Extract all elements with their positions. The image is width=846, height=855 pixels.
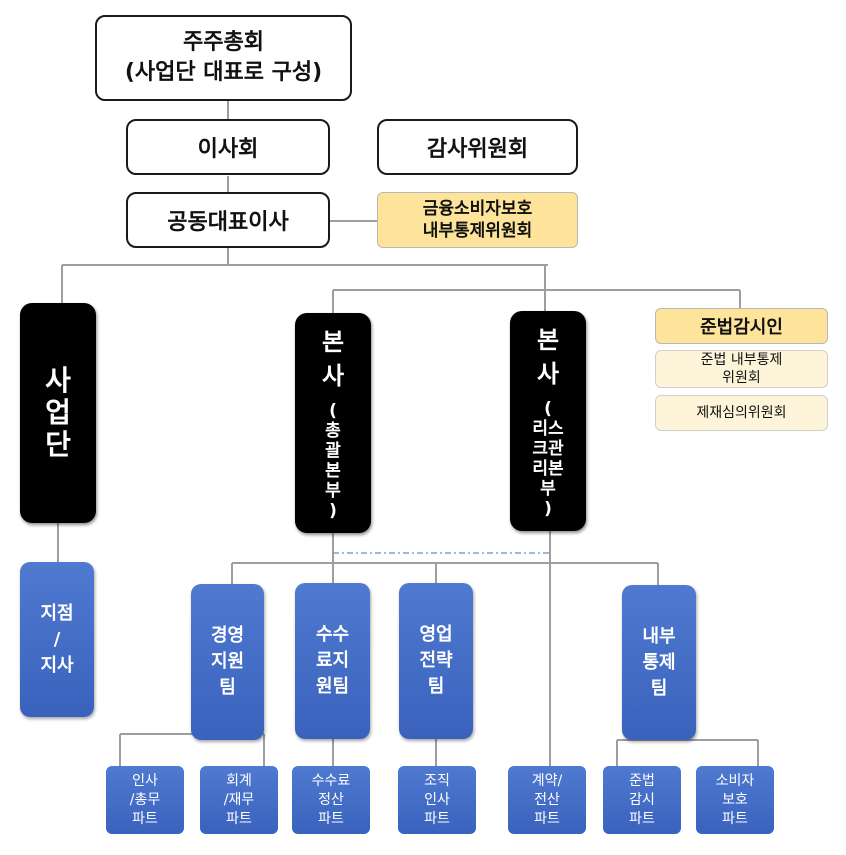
fee-support-team-box: 수수 료지 원팀: [295, 583, 370, 739]
hq-general-sublabel: ( 총 괄 본 부 ): [325, 401, 341, 521]
consumer-protection-part-box: 소비자 보호 파트: [696, 766, 774, 834]
business-unit-box: 사 업 단: [20, 303, 96, 523]
hq-risk-label: 본 사: [536, 326, 560, 388]
accounting-finance-part-box: 회계 /재무 파트: [200, 766, 278, 834]
organization-hr-part-box: 조직 인사 파트: [398, 766, 476, 834]
sales-strategy-team-box: 영업 전략 팀: [399, 583, 473, 739]
shareholders-meeting-box: 주주총회 (사업단 대표로 구성): [95, 15, 352, 101]
contract-it-part-box: 계약/ 전산 파트: [508, 766, 586, 834]
sanction-review-committee-box: 제재심의위원회: [655, 395, 828, 431]
hq-risk-division-box: 본 사 ( 리스 크관 리본 부 ): [510, 311, 586, 531]
hq-general-label: 본 사: [321, 328, 345, 390]
compliance-officer-box: 준법감시인: [655, 308, 828, 344]
board-of-directors-box: 이사회: [126, 119, 330, 175]
audit-committee-box: 감사위원회: [377, 119, 578, 175]
hr-general-affairs-part-box: 인사 /총무 파트: [106, 766, 184, 834]
compliance-monitoring-part-box: 준법 감시 파트: [603, 766, 681, 834]
compliance-internal-control-committee-box: 준법 내부통제 위원회: [655, 350, 828, 388]
business-unit-label: 사 업 단: [45, 364, 71, 461]
co-ceo-box: 공동대표이사: [126, 192, 330, 248]
internal-control-team-box: 내부 통제 팀: [622, 585, 696, 740]
management-support-team-box: 경영 지원 팀: [191, 584, 264, 740]
fee-settlement-part-box: 수수료 정산 파트: [292, 766, 370, 834]
hq-general-division-box: 본 사 ( 총 괄 본 부 ): [295, 313, 371, 533]
consumer-protection-committee-box: 금융소비자보호 내부통제위원회: [377, 192, 578, 248]
hq-risk-sublabel: ( 리스 크관 리본 부 ): [532, 399, 564, 519]
branch-office-box: 지점 / 지사: [20, 562, 94, 717]
